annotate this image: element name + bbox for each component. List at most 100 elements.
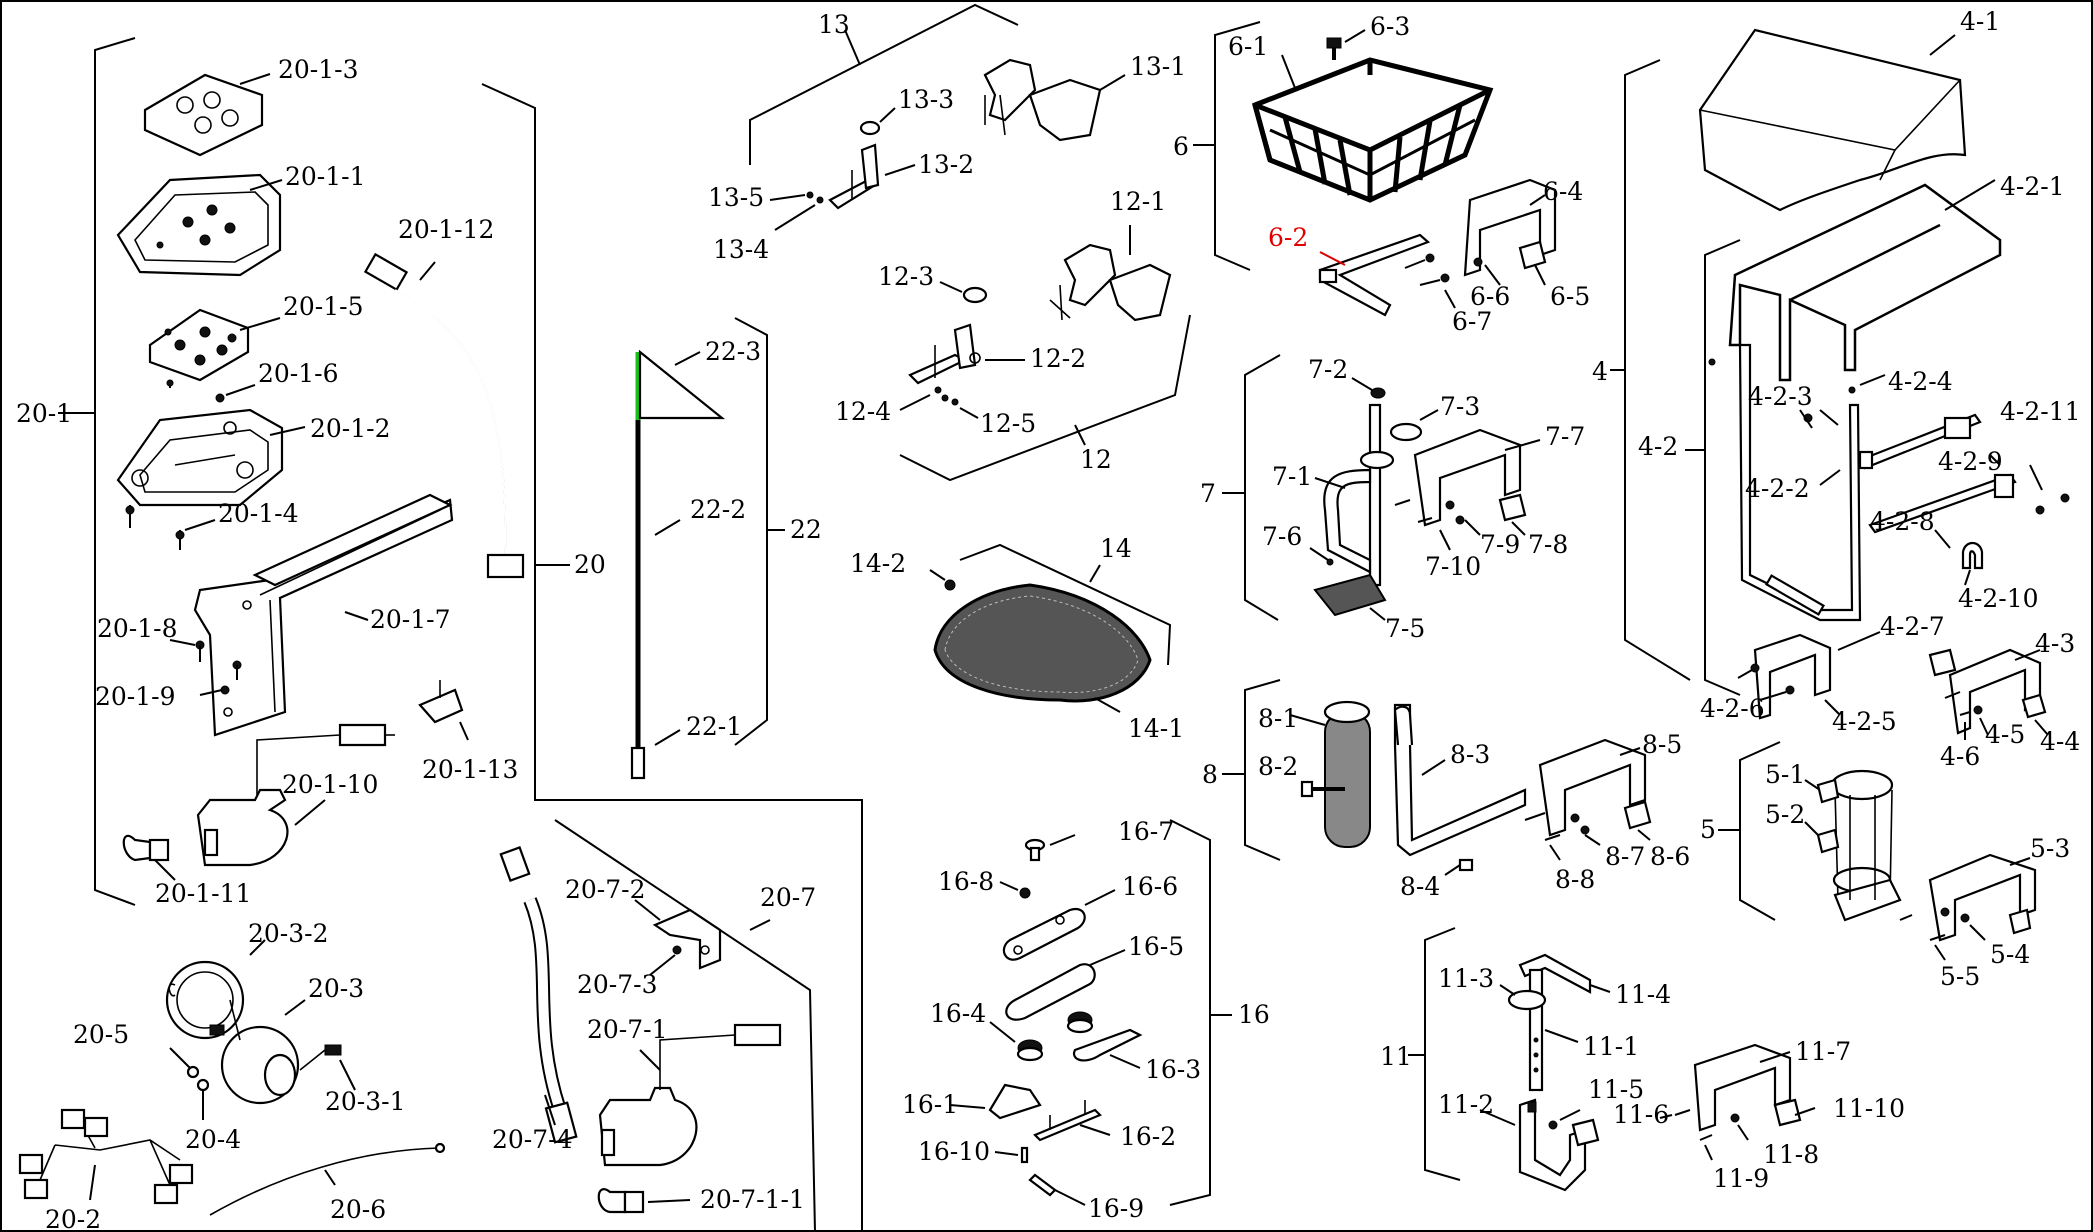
bracket-22: [734, 317, 768, 746]
label-5-5: 5-5: [1940, 962, 1980, 991]
label-22: 22: [790, 515, 822, 544]
label-12-4: 12-4: [835, 397, 891, 426]
part-16-4-rollers: [1016, 1011, 1094, 1062]
label-20-1: 20-1: [16, 399, 72, 428]
group-14: [929, 543, 1172, 713]
label-12-3: 12-3: [878, 262, 934, 291]
label-16-8: 16-8: [938, 867, 994, 896]
label-16-6: 16-6: [1122, 872, 1178, 901]
label-12: 12: [1080, 445, 1112, 474]
part-20-1-1-cover: [116, 173, 282, 277]
label-4-2: 4-2: [1638, 432, 1678, 461]
part-4-2-1-frame: [1728, 183, 2002, 382]
label-6-2: 6-2: [1268, 223, 1308, 252]
label-11-5: 11-5: [1588, 1075, 1644, 1104]
label-5: 5: [1700, 815, 1716, 844]
label-12-5: 12-5: [980, 409, 1036, 438]
label-20-7-4: 20-7-4: [492, 1125, 573, 1154]
bracket-4-2: [1704, 239, 1741, 696]
part-20-6-strap: [209, 1147, 441, 1216]
label-20-7-2: 20-7-2: [565, 875, 646, 904]
label-12-1: 12-1: [1110, 187, 1166, 216]
label-20-1-13: 20-1-13: [422, 755, 518, 784]
label-8-7: 8-7: [1605, 842, 1645, 871]
part-8-5-bracket: [1538, 738, 1647, 837]
part-5-4-knob: [2008, 908, 2032, 935]
label-11-2: 11-2: [1438, 1090, 1494, 1119]
label-8-5: 8-5: [1642, 730, 1682, 759]
part-16-10-pin: [1020, 1146, 1029, 1164]
group-16: [949, 819, 1232, 1206]
label-22-3: 22-3: [705, 337, 761, 366]
part-4-1-cushion: [1698, 28, 1967, 212]
part-6-2-bracket: [1318, 233, 1431, 317]
part-4-2-8-bracket: [1868, 473, 2017, 534]
part-20-1-12-cable: [363, 252, 525, 579]
label-6-6: 6-6: [1470, 282, 1510, 311]
label-8-1: 8-1: [1258, 704, 1298, 733]
part-22-3-flag: [638, 349, 726, 420]
label-8: 8: [1202, 760, 1218, 789]
label-20-5: 20-5: [73, 1020, 129, 1049]
label-6-1: 6-1: [1228, 32, 1268, 61]
part-20-3-motor: [165, 960, 342, 1105]
part-6-1-basket: [1251, 57, 1494, 203]
label-16-2: 16-2: [1120, 1122, 1176, 1151]
label-20-1-6: 20-1-6: [258, 359, 339, 388]
label-22-1: 22-1: [686, 712, 742, 741]
label-4: 4: [1592, 357, 1608, 386]
group-6: [1193, 21, 1557, 317]
bracket-14: [959, 543, 1172, 666]
part-14-1-footplate: [933, 583, 1152, 703]
label-13-4: 13-4: [713, 235, 769, 264]
group-12: [899, 225, 1191, 482]
part-20-1-7-bracket: [193, 493, 454, 737]
label-6-7: 6-7: [1452, 307, 1492, 336]
label-20-1-12: 20-1-12: [398, 215, 494, 244]
label-14-2: 14-2: [850, 549, 906, 578]
label-20-1-8: 20-1-8: [97, 614, 178, 643]
part-12-3-cap: [962, 286, 988, 304]
part-12-2-bracket: [908, 323, 981, 385]
label-7-10: 7-10: [1425, 552, 1481, 581]
part-20-1-3-gasket: [143, 73, 264, 157]
part-20-1-2-housing: [116, 408, 284, 507]
label-7: 7: [1200, 479, 1216, 508]
part-4-knob-top: [1928, 648, 1957, 677]
part-8-6-knob: [1623, 800, 1652, 830]
label-5-2: 5-2: [1765, 800, 1805, 829]
label-4-5: 4-5: [1985, 720, 2025, 749]
part-8-4-nut: [1458, 858, 1474, 872]
bracket-20: [481, 83, 863, 1232]
label-16: 16: [1238, 1000, 1270, 1029]
part-20-1-11-bulb: [122, 834, 170, 862]
part-13-3-cap: [859, 120, 881, 136]
label-11-10: 11-10: [1833, 1094, 1905, 1123]
label-16-9: 16-9: [1088, 1194, 1144, 1223]
label-7-7: 7-7: [1545, 422, 1585, 451]
label-4-2-3: 4-2-3: [1748, 382, 1813, 411]
label-4-2-9: 4-2-9: [1938, 447, 2003, 476]
label-7-3: 7-3: [1440, 392, 1480, 421]
label-20-1-9: 20-1-9: [95, 682, 176, 711]
part-7-2-cap: [1370, 387, 1386, 399]
label-20-1-1: 20-1-1: [285, 162, 366, 191]
label-7-9: 7-9: [1480, 530, 1520, 559]
part-4-2-10-clamp: [1961, 541, 1984, 570]
part-4-2-5-bracket: [1753, 633, 1832, 720]
part-5-3-bracket: [1928, 853, 2037, 942]
label-8-2: 8-2: [1258, 752, 1298, 781]
part-8-2-bolt-head: [1300, 780, 1314, 798]
part-20-7-1-lamp: [598, 1023, 782, 1167]
label-20-2: 20-2: [45, 1205, 101, 1232]
label-8-8: 8-8: [1555, 865, 1595, 894]
bracket-20-1: [94, 37, 136, 906]
label-13-1: 13-1: [1130, 52, 1186, 81]
label-6-5: 6-5: [1550, 282, 1590, 311]
label-13-3: 13-3: [898, 85, 954, 114]
part-11-10-knob: [1773, 1098, 1802, 1127]
label-20-6: 20-6: [330, 1195, 386, 1224]
label-4-2-1: 4-2-1: [2000, 172, 2065, 201]
label-4-2-11: 4-2-11: [2000, 397, 2081, 426]
label-4-6: 4-6: [1940, 742, 1980, 771]
